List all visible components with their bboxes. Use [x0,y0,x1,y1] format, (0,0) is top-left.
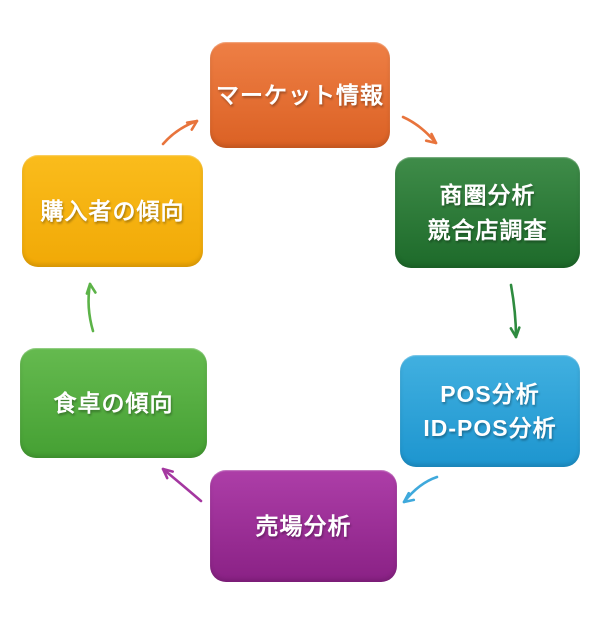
node-trade-area-analysis: 商圏分析 競合店調査 [395,157,580,268]
node-buyer-trend: 購入者の傾向 [22,155,203,267]
node-salesfloor-analysis: 売場分析 [210,470,397,582]
node-label: 商圏分析 競合店調査 [427,182,548,243]
node-label: 購入者の傾向 [40,197,185,224]
node-table-trend: 食卓の傾向 [20,348,207,458]
node-label: 売場分析 [255,512,352,539]
node-pos-analysis: POS分析 ID-POS分析 [400,355,580,467]
node-label: マーケット情報 [216,81,384,108]
arrow-pos-to-salesfloor [402,475,439,504]
node-label: POS分析 ID-POS分析 [423,380,557,442]
node-label: 食卓の傾向 [53,389,174,416]
node-market-info: マーケット情報 [210,42,390,148]
arrow-tradearea-to-pos [509,283,521,339]
arrow-market-to-tradearea [401,115,438,145]
arrow-table-to-buyer [85,282,97,333]
arrow-buyer-to-market [161,119,199,146]
arrow-salesfloor-to-table [161,467,203,503]
